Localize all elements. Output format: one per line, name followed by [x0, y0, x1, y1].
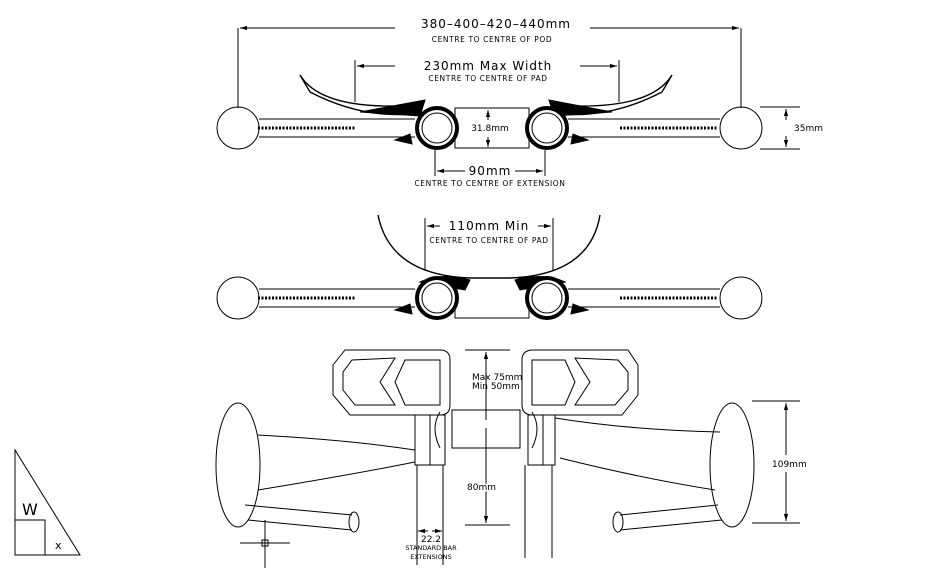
extension-diameter-label: 22.2	[421, 535, 441, 545]
grip-height-label: 109mm	[772, 460, 807, 470]
ucs-w: W	[22, 500, 38, 519]
ucs-x: x	[55, 539, 62, 552]
pad-caption: CENTRE TO CENTRE OF PAD	[428, 74, 547, 83]
middle-view: 110mm Min CENTRE TO CENTRE OF PAD	[215, 214, 764, 321]
clamp-diameter-label: 31.8mm	[471, 124, 509, 134]
extension-caption-1: STANDARD BAR	[405, 544, 457, 552]
extension-spacing-label: 90mm	[469, 164, 512, 178]
min-height-label: Min 50mm	[472, 382, 520, 392]
ucs-icon: W x	[14, 448, 81, 556]
extension-caption: CENTRE TO CENTRE OF EXTENSION	[414, 179, 565, 188]
max-height-label: Max 75mm	[472, 373, 522, 383]
extension-caption-2: EXTENSIONS	[410, 553, 452, 561]
drop-label: 80mm	[467, 483, 496, 493]
pad-caption-2: CENTRE TO CENTRE OF PAD	[429, 236, 548, 245]
pod-height-label: 35mm	[794, 124, 823, 134]
crosshair-icon	[240, 520, 290, 568]
front-view: Max 75mm Min 50mm 80mm 22.2 STANDARD BAR…	[215, 349, 807, 568]
pad-min-label: 110mm Min	[449, 219, 529, 233]
pad-max-width-label: 230mm Max Width	[424, 59, 553, 73]
top-view: 380–400–420–440mm CENTRE TO CENTRE OF PO…	[215, 17, 823, 188]
pod-width-label: 380–400–420–440mm	[421, 17, 571, 31]
pod-caption: CENTRE TO CENTRE OF POD	[432, 35, 552, 44]
